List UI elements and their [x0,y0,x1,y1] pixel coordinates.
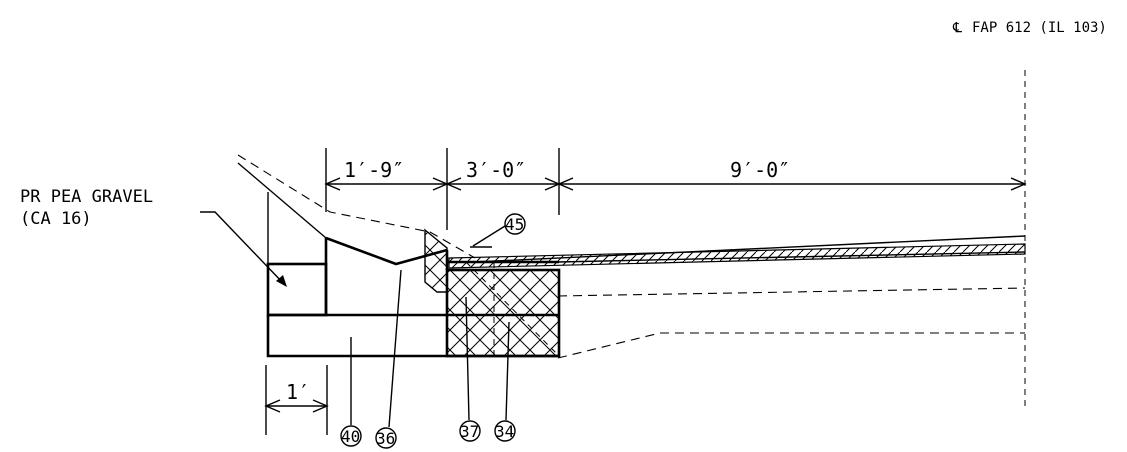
top-dimensions: 1′-9″ 3′-0″ 9′-0″ [324,148,1027,230]
dashed-line-upper [557,287,1026,297]
dim-3-0: 3′-0″ [466,158,526,182]
dim-arrow-3l [557,177,574,191]
dim-arrow-3r [1010,177,1027,191]
pavement-hatched-layer [448,243,1026,269]
side-slope-line [237,162,327,239]
pea-gravel-note: PR PEA GRAVEL (CA 16) [20,187,287,287]
callout-34: 34 [494,321,516,442]
dim-9-0: 9′-0″ [730,158,790,182]
curb-wedge [424,228,448,293]
dim-1-9: 1′-9″ [344,158,404,182]
slab-outline [266,315,559,358]
note-leader-arrowhead [276,275,287,287]
note-line-1: PR PEA GRAVEL [20,187,153,207]
centerline-group: ℄ FAP 612 (IL 103) [952,20,1107,410]
pea-gravel-box [266,262,328,317]
note-line-2: (CA 16) [20,209,92,229]
callout-37-leader [465,296,470,421]
callout-34-leader [505,321,510,421]
callout-40-label: 40 [341,427,360,446]
callout-36-leader [388,269,402,428]
centerline-label: FAP 612 (IL 103) [972,20,1107,36]
dim-arrow-br [312,399,329,413]
dim-arrow-2l [445,177,462,191]
callout-45-circle [504,213,526,235]
centerline-symbol: ℄ [952,20,962,36]
callout-36: 36 [375,269,402,449]
crosshatch-block [445,268,561,358]
subgrade-lines [557,287,1026,359]
dim-arrow-bl [264,399,281,413]
dim-1-foot: 1′ [286,380,310,404]
callout-34-circle [494,420,516,442]
hidden-diagonal [465,261,560,357]
callout-40-circle [340,425,362,447]
callout-37-label: 37 [460,422,479,441]
callout-37: 37 [459,296,481,442]
pavement-lower-line [557,251,1026,263]
bottom-dimension: 1′ [264,365,329,435]
callout-40: 40 [340,337,362,447]
dim-arrow-1l [324,177,341,191]
gutter-profile [325,236,448,266]
callout-45-label: 45 [505,215,524,234]
callout-36-label: 36 [376,429,395,448]
pea-gravel-and-slab [266,192,559,358]
dashed-line-lower [557,332,1025,359]
pavement-surface [448,235,1026,269]
callout-36-circle [375,427,397,449]
callout-34-label: 34 [495,422,514,441]
callout-37-circle [459,420,481,442]
callout-45-leader [472,225,506,247]
callout-45: 45 [470,213,526,248]
note-leader [200,211,286,286]
